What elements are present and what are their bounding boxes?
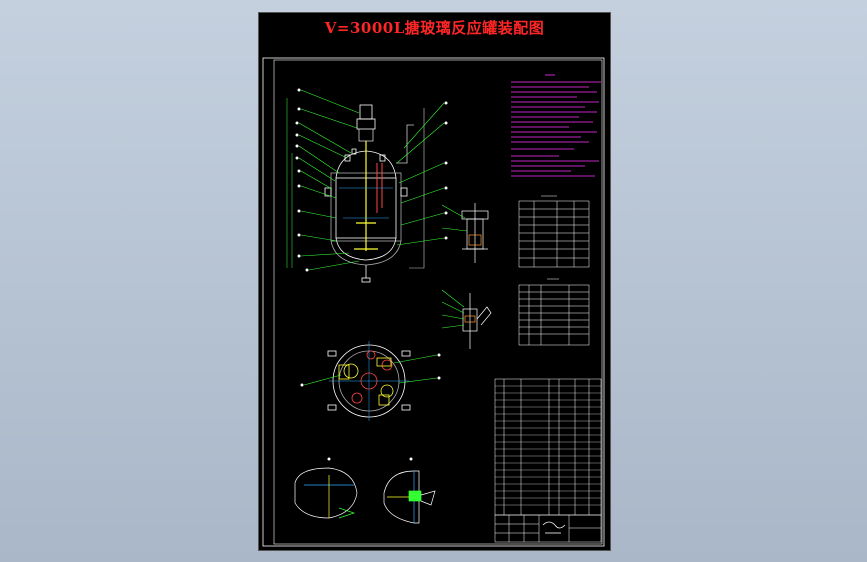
- drawing-canvas: [262, 57, 605, 547]
- dimension-lines: [286, 98, 293, 268]
- drawing-sheet: V=3000L搪玻璃反应罐装配图: [258, 12, 611, 551]
- parts-list-rows: [495, 385, 601, 506]
- title-block-logo: [542, 521, 566, 534]
- agitator: [354, 141, 378, 251]
- technical-notes: [511, 74, 601, 177]
- title-block: [494, 514, 602, 543]
- plan-view-balloons: [300, 353, 441, 387]
- border-frame: [273, 59, 603, 545]
- plan-view-leaders: [303, 354, 438, 386]
- elevation-balloons: [295, 88, 448, 272]
- elevation-leaders: [298, 89, 445, 271]
- detail-view-3: [294, 467, 358, 519]
- detail-view-1-leaders: [441, 204, 468, 232]
- detail-view-2: [462, 293, 492, 349]
- internal-markings: [339, 187, 393, 219]
- table-nozzles: [518, 278, 590, 346]
- detail-view-4: [383, 470, 436, 524]
- drawing-title: V=3000L搪玻璃反应罐装配图: [324, 19, 545, 37]
- inner-frame: [262, 57, 605, 547]
- parts-list: [494, 378, 602, 516]
- vessel-elevation: [324, 104, 425, 283]
- detail-view-2-leaders: [441, 289, 465, 329]
- detail-view-1: [461, 203, 489, 263]
- table-characteristics: [518, 195, 590, 268]
- plan-view: [327, 341, 411, 421]
- detail-markers: [327, 457, 413, 461]
